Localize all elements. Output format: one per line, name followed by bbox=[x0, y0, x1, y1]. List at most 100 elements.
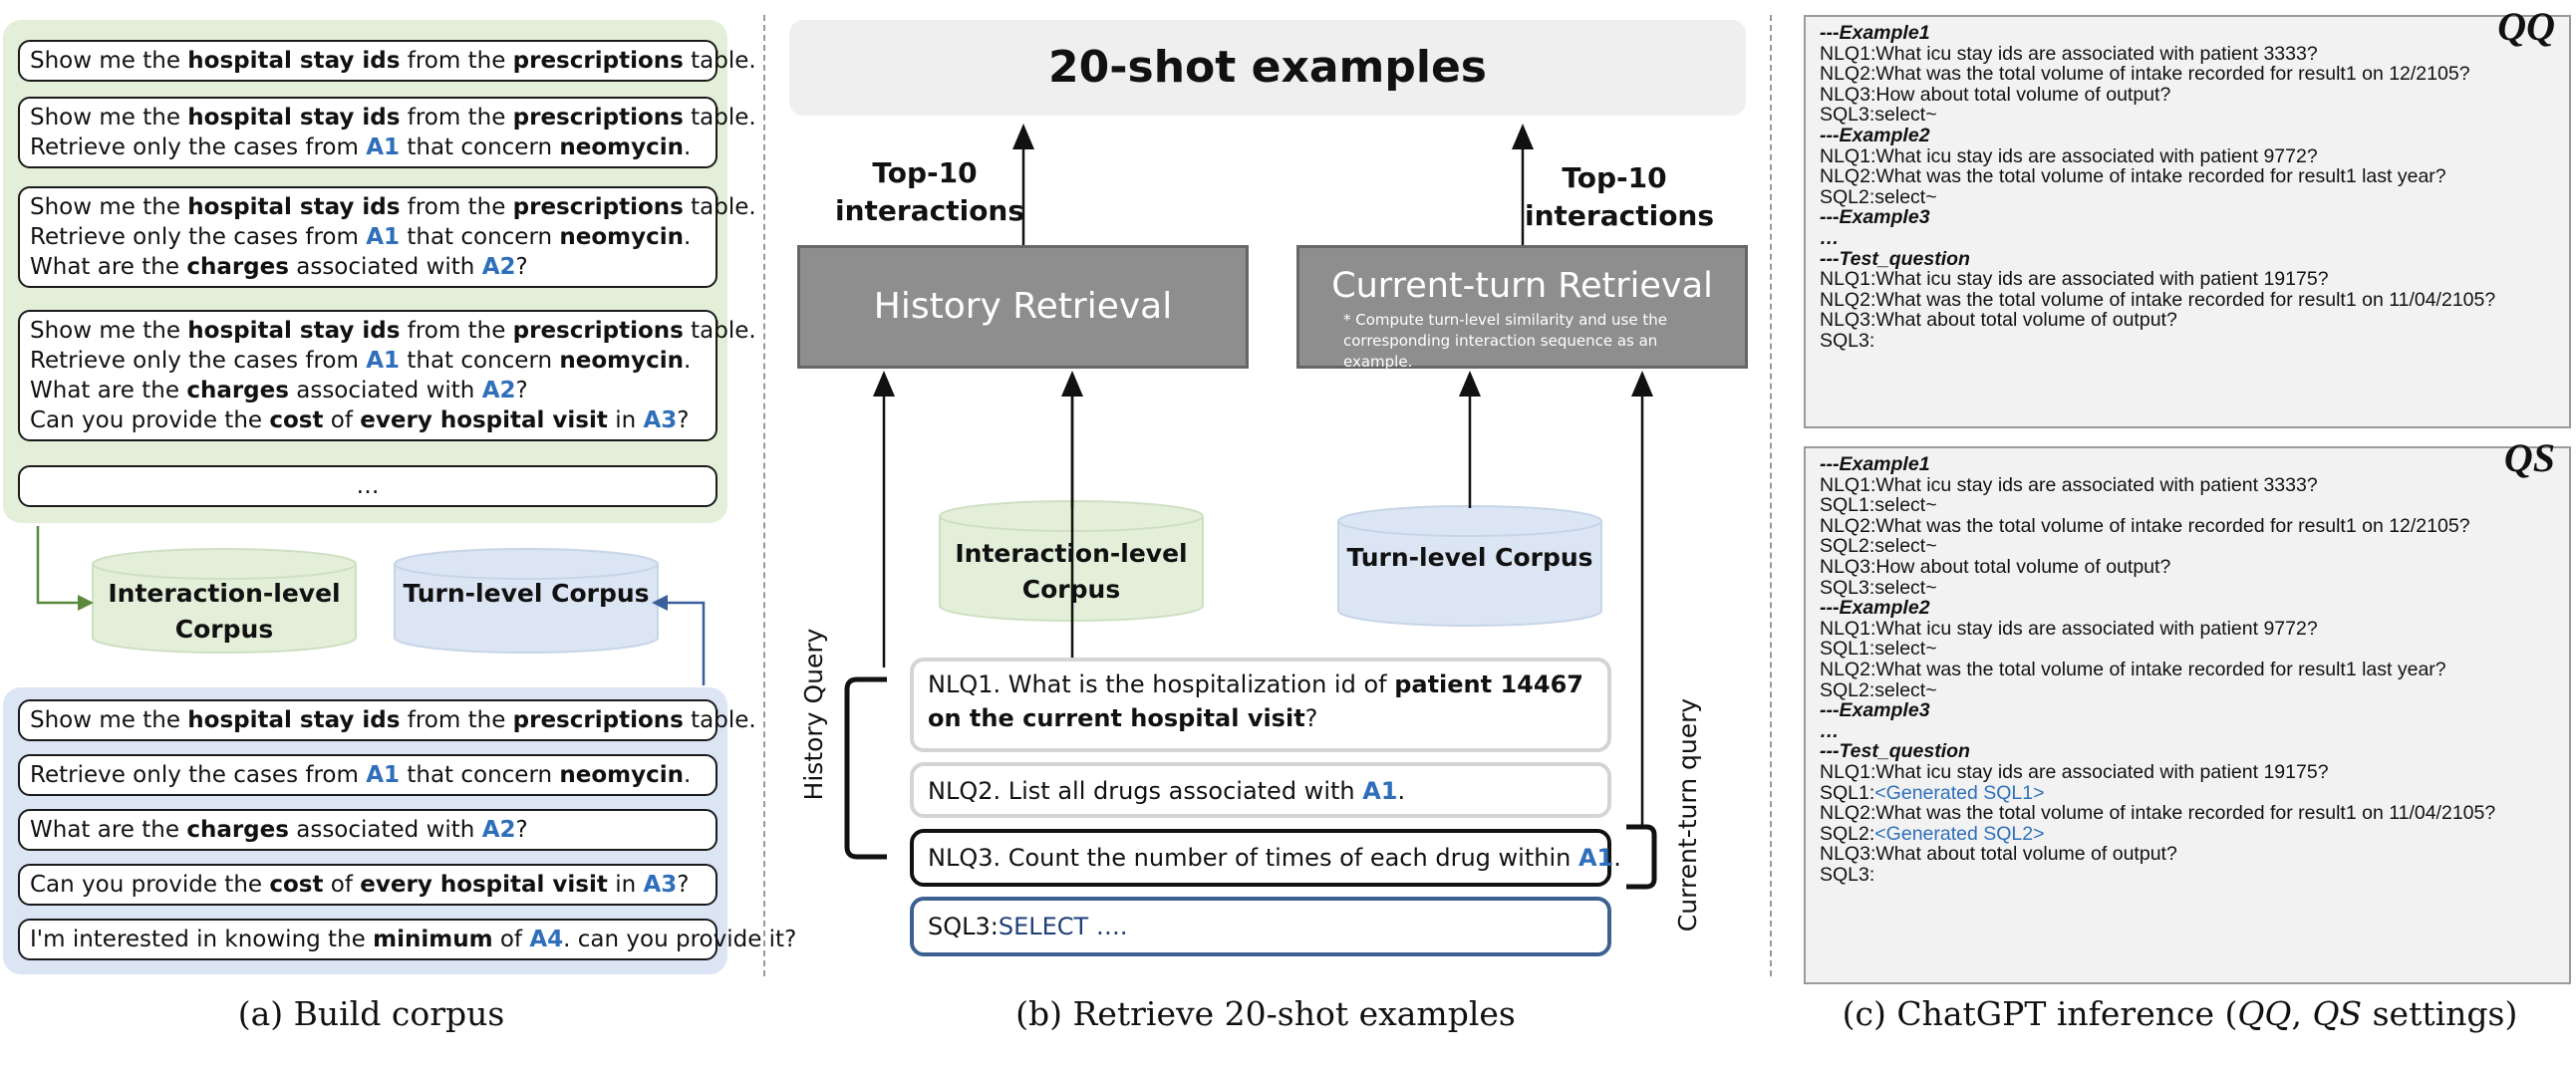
interaction-box-ellipsis: … bbox=[18, 465, 717, 507]
interaction-corpus-label: Interaction-level Corpus bbox=[108, 579, 341, 644]
turn-corpus-label-b: Turn-level Corpus bbox=[1346, 543, 1593, 572]
answer-ref: A4 bbox=[529, 927, 564, 952]
bold-term: cost bbox=[269, 872, 324, 898]
bold-term: neomycin bbox=[559, 762, 685, 788]
prompt-line: NLQ1:What icu stay ids are associated wi… bbox=[1820, 617, 2318, 640]
example-header: ---Test_question bbox=[1820, 740, 1970, 763]
interaction-corpus-cylinder bbox=[92, 548, 357, 654]
shot-examples-box: 20-shot examples bbox=[789, 20, 1746, 116]
prompt-line: NLQ3:What about total volume of output? bbox=[1820, 309, 2177, 332]
bold-term: prescriptions bbox=[512, 105, 684, 131]
bold-term: cost bbox=[269, 407, 324, 433]
prompt-line: SQL3: bbox=[1820, 863, 1875, 886]
bold-term: hospital stay ids bbox=[187, 194, 401, 220]
turn-box-1: Show me the hospital stay ids from the p… bbox=[18, 699, 756, 741]
bold-term: every hospital visit bbox=[360, 407, 608, 433]
example-header: ---Example3 bbox=[1820, 206, 1930, 229]
interaction-box-3: Show me the hospital stay ids from the p… bbox=[18, 186, 756, 288]
example-header: ---Example3 bbox=[1820, 699, 1930, 722]
caption-c-part: settings) bbox=[2362, 994, 2518, 1033]
generated-sql-placeholder: <Generated SQL2> bbox=[1874, 822, 2045, 845]
bold-term: minimum bbox=[373, 927, 493, 952]
answer-ref: A1 bbox=[1577, 844, 1614, 872]
prompt-line: SQL2:select~ bbox=[1820, 185, 1937, 208]
answer-ref: A1 bbox=[1362, 777, 1398, 805]
bold-term: charges bbox=[186, 254, 289, 280]
answer-ref: A3 bbox=[643, 872, 678, 898]
caption-c-qq: QQ bbox=[2237, 994, 2292, 1033]
example-header: … bbox=[1820, 226, 1840, 249]
turn-box-4: Can you provide the cost of every hospit… bbox=[18, 864, 717, 906]
bold-term: prescriptions bbox=[512, 194, 684, 220]
prompt-line: NLQ2:What was the total volume of intake… bbox=[1820, 288, 2496, 311]
answer-ref: A2 bbox=[481, 378, 516, 403]
sql3-box: SQL3:SELECT …. bbox=[910, 897, 1611, 956]
example-header: … bbox=[1820, 719, 1840, 742]
bold-term: charges bbox=[186, 378, 289, 403]
prompt-line: SQL3:select~ bbox=[1820, 576, 1937, 599]
divider-right bbox=[1770, 15, 1772, 976]
prompt-line: NLQ2:What was the total volume of intake… bbox=[1820, 658, 2446, 680]
bold-term: every hospital visit bbox=[360, 872, 608, 898]
divider-left bbox=[763, 15, 765, 976]
current-retrieval-title: Current-turn Retrieval bbox=[1331, 266, 1713, 306]
prompt-line: SQL1:<Generated SQL1> bbox=[1820, 781, 2045, 804]
bold-term: prescriptions bbox=[512, 48, 684, 74]
caption-c: (c) ChatGPT inference (QQ, QS settings) bbox=[1789, 994, 2571, 1033]
prompt-line: SQL3:select~ bbox=[1820, 104, 1937, 127]
answer-ref: A1 bbox=[366, 348, 401, 374]
turn-box-2: Retrieve only the cases from A1 that con… bbox=[18, 754, 717, 796]
bold-term: charges bbox=[186, 817, 289, 843]
prompt-line: SQL1:select~ bbox=[1820, 638, 1937, 661]
example-header: ---Example2 bbox=[1820, 597, 1930, 620]
prompt-line: NLQ1:What icu stay ids are associated wi… bbox=[1820, 473, 2318, 496]
generated-sql-placeholder: <Generated SQL1> bbox=[1874, 781, 2045, 804]
prompt-line: SQL2:select~ bbox=[1820, 678, 1937, 701]
prompt-line: SQL1:select~ bbox=[1820, 494, 1937, 517]
prompt-line: NLQ1:What icu stay ids are associated wi… bbox=[1820, 760, 2329, 783]
answer-ref: A2 bbox=[481, 254, 516, 280]
history-query-label: History Query bbox=[799, 628, 828, 801]
prompt-line: NLQ3:How about total volume of output? bbox=[1820, 83, 2171, 106]
top10-left-label: Top-10 interactions bbox=[835, 156, 1025, 227]
bold-term: hospital stay ids bbox=[187, 48, 401, 74]
bold-term: hospital stay ids bbox=[187, 318, 401, 344]
prompt-line: NLQ3:How about total volume of output? bbox=[1820, 555, 2171, 578]
bold-term: neomycin bbox=[559, 134, 685, 160]
answer-ref: A1 bbox=[366, 762, 401, 788]
retrieval-arrows bbox=[844, 124, 1657, 890]
sql3-prefix: SQL3: bbox=[928, 913, 999, 940]
corpus-arrows bbox=[36, 526, 706, 685]
turn-corpus-label: Turn-level Corpus bbox=[403, 579, 650, 608]
caption-a: (a) Build corpus bbox=[237, 994, 505, 1033]
prompt-line: NLQ1:What icu stay ids are associated wi… bbox=[1820, 144, 2318, 167]
current-retrieval-box: Current-turn Retrieval * Compute turn-le… bbox=[1296, 245, 1748, 371]
bold-term: neomycin bbox=[559, 348, 685, 374]
interaction-box-2: Show me the hospital stay ids from the p… bbox=[18, 97, 756, 168]
turn-box-3: What are the charges associated with A2? bbox=[18, 809, 717, 851]
current-turn-query-label: Current-turn query bbox=[1673, 697, 1702, 933]
nlq3-box: NLQ3. Count the number of times of each … bbox=[910, 829, 1621, 887]
prompt-line: NLQ1:What icu stay ids are associated wi… bbox=[1820, 268, 2329, 291]
history-retrieval-box: History Retrieval bbox=[797, 245, 1249, 369]
prompt-line: NLQ2:What was the total volume of intake… bbox=[1820, 63, 2470, 86]
answer-ref: A3 bbox=[643, 407, 678, 433]
bold-term: on the current hospital visit bbox=[928, 704, 1305, 732]
qs-tag: QS bbox=[2503, 435, 2555, 480]
interaction-box-4: Show me the hospital stay ids from the p… bbox=[18, 310, 756, 441]
prompt-line: SQL2:select~ bbox=[1820, 535, 1937, 558]
example-header: ---Example2 bbox=[1820, 124, 1930, 146]
caption-b: (b) Retrieve 20-shot examples bbox=[1015, 994, 1516, 1033]
qq-tag: QQ bbox=[2497, 4, 2555, 49]
caption-c-qs: QS bbox=[2312, 994, 2363, 1033]
bold-term: hospital stay ids bbox=[187, 707, 401, 733]
prompt-line: SQL2:<Generated SQL2> bbox=[1820, 822, 2045, 845]
caption-c-part: (c) ChatGPT inference ( bbox=[1842, 994, 2238, 1033]
top10-right-label: Top-10 interactions bbox=[1525, 161, 1715, 232]
prompt-line: NLQ1:What icu stay ids are associated wi… bbox=[1820, 42, 2318, 65]
turn-corpus-cylinder bbox=[394, 548, 659, 654]
example-header: ---Example1 bbox=[1820, 22, 1930, 44]
example-header: ---Example1 bbox=[1820, 453, 1930, 475]
